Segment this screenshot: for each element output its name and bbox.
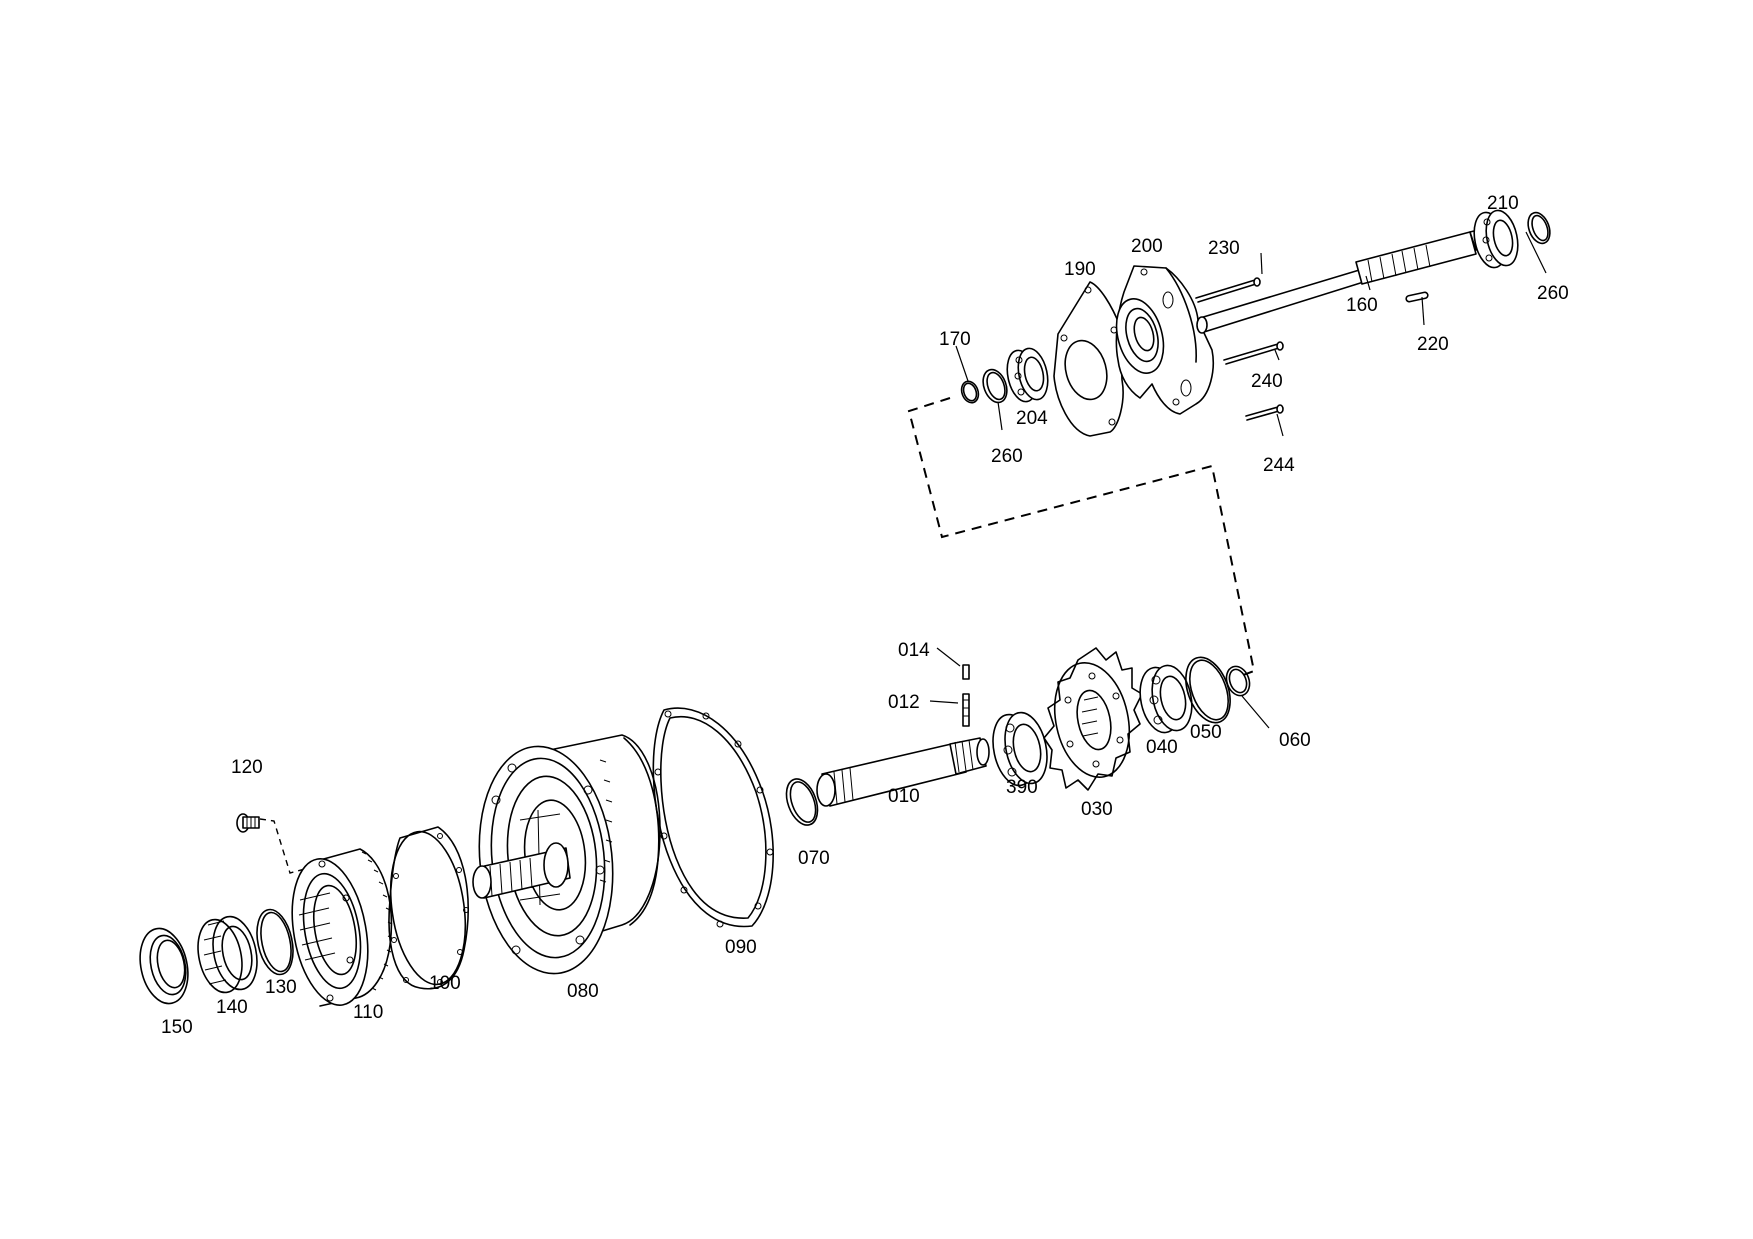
part-070-snap-ring [785,778,819,826]
part-150-shaft-seal [139,927,189,1005]
part-200-cover [1115,265,1214,415]
label-120: 120 [231,757,263,778]
part-110-ring-gear [291,848,393,1007]
part-120-screw-plug [236,813,260,833]
part-204-bearing [1006,347,1049,403]
part-060-snap-ring [1225,665,1251,697]
label-244: 244 [1263,455,1295,476]
label-210: 210 [1487,193,1519,214]
part-240-bolt [1223,341,1284,365]
part-190-gasket [1053,281,1124,437]
label-230: 230 [1208,238,1240,259]
part-260-snap-ring-left [982,368,1008,404]
label-030: 030 [1081,799,1113,820]
part-230-bolt [1195,277,1261,303]
label-130: 130 [265,977,297,998]
label-390: 390 [1006,777,1038,798]
part-220-key [1405,291,1429,303]
part-170-snap-ring [960,380,980,404]
label-040: 040 [1146,737,1178,758]
assembly-guide-line-upper [907,397,1256,678]
label-014: 014 [898,640,930,661]
label-100: 100 [429,973,461,994]
label-160: 160 [1346,295,1378,316]
part-080-housing [472,734,661,975]
label-240: 240 [1251,371,1283,392]
label-140: 140 [216,997,248,1018]
label-090: 090 [725,937,757,958]
label-260-right: 260 [1537,283,1569,304]
label-190: 190 [1064,259,1096,280]
part-040-bearing [1139,664,1193,734]
part-160-shaft [1196,225,1500,334]
part-244-bolt [1245,404,1284,421]
part-090-gasket [652,707,774,928]
assembly-guide-line-120 [259,818,313,874]
label-080: 080 [567,981,599,1002]
label-110: 110 [353,1002,383,1023]
part-140-needle-bearing [197,915,258,994]
label-200: 200 [1131,236,1163,257]
label-050: 050 [1190,722,1222,743]
label-012: 012 [888,692,920,713]
label-170: 170 [939,329,971,350]
part-210-bearing [1473,209,1519,269]
part-010-shaft [816,737,990,807]
label-220: 220 [1417,334,1449,355]
leader-lines [929,231,1547,729]
part-labels: 010 012 014 030 040 050 060 070 080 090 … [161,193,1569,1038]
label-060: 060 [1279,730,1311,751]
part-260-snap-ring-right [1527,211,1551,245]
label-260-left: 260 [991,446,1023,467]
part-012-pin [962,693,970,727]
label-150: 150 [161,1017,193,1038]
label-070: 070 [798,848,830,869]
part-014-pin [962,664,970,680]
part-030-gear [1043,647,1143,791]
part-390-bearing [992,711,1048,787]
part-100-gasket [388,826,469,990]
label-010: 010 [888,786,920,807]
label-204: 204 [1016,408,1048,429]
part-130-snap-ring [256,908,294,976]
